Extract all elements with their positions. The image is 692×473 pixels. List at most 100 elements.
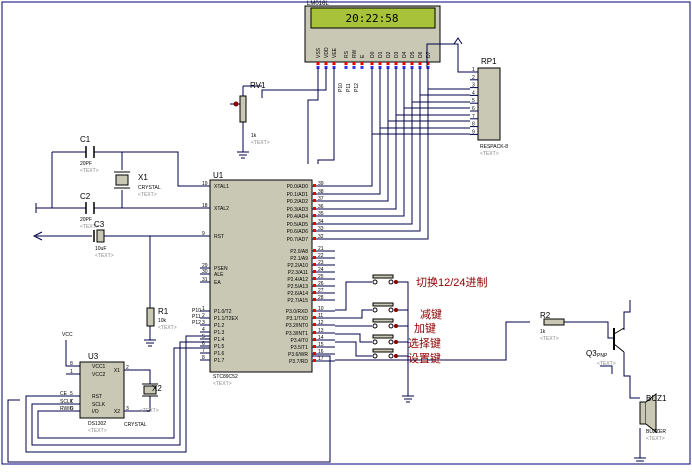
q3-transistor[interactable]: Q3 PNP <TEXT> [586,327,625,367]
c3-capacitor[interactable]: C3 10uF <TEXT> [93,220,114,259]
buz1-horn [645,392,657,434]
u1-name: U1 [213,171,224,180]
rv1-ground-icon [237,151,249,159]
x2-model: CRYSTAL [124,422,147,428]
u1-pin-number: 12 [318,320,324,326]
u3-pin-number: 3 [126,406,129,412]
rv1-body [239,95,247,123]
u1-body [209,179,313,373]
lcd-pin-label: D2 [386,51,392,58]
u1-port-label-p12: P12 [192,320,201,326]
set-button-label: 设置键 [408,351,441,365]
rp1-pin-number: 6 [472,106,475,112]
u1-pin-number: 33 [318,226,324,232]
u1-pin-number: 16 [318,349,324,355]
c2-value: 20PF [80,217,92,223]
push-button[interactable] [372,348,398,359]
x1-crystal[interactable]: X1 CRYSTAL <TEXT> [114,171,161,198]
u3-pin-label: X1 [114,368,120,374]
u1-pin-label: P0.7/AD7 [287,237,309,243]
osc-wires [32,151,210,340]
lcd-pin-marker [378,66,382,69]
u1-pin-number: 6 [202,341,205,347]
r1-resistor[interactable]: R1 10k <TEXT> [144,307,177,347]
u1-pin-number: 15 [318,342,324,348]
u3-name: U3 [88,352,99,361]
rv1-name: RV1 [250,81,266,90]
u1-pin-label: P0.3/AD3 [287,207,309,213]
u3-wires [7,335,331,463]
rv1-potentiometer[interactable]: RV1 1k <TEXT> [230,81,270,159]
u1-pin-label: P3.5/T1 [290,345,308,351]
u1-pin-label: P1.1/T2EX [214,316,239,322]
push-button-node [394,308,398,312]
u1-pin-number: 3 [202,320,205,326]
push-button-contact [388,323,394,329]
u1-pin-marker [313,270,316,273]
u1-pin-label: P0.5/AD5 [287,222,309,228]
u1-pin-marker [313,263,316,266]
u1-pin-number: 13 [318,328,324,334]
r1-ground-icon [144,339,156,347]
buz1-body [639,401,647,425]
push-button[interactable] [372,334,398,345]
lcd-pin-marker [402,66,406,69]
u1-pin-marker [313,352,316,355]
c2-capacitor[interactable]: C2 20PF <TEXT> [80,192,99,230]
u3-body [79,361,125,419]
rp1-pin-number: 1 [472,67,475,73]
u1-pin-number: 30 [202,269,208,275]
u1-pin-label: P3.6/WR [288,352,308,358]
u3-net-sclk: SCLK [60,399,74,405]
c1-name: C1 [80,135,91,144]
u1-pin-marker [313,222,316,225]
lcd-pin-marker [386,66,390,69]
u1-model: STC89C52 [213,374,238,380]
lcd-pin-marker [332,66,336,69]
u1-pin-number: 10 [318,306,324,312]
push-button-actuator [372,302,394,307]
rp1-pin-number: 8 [472,122,475,128]
u1-pin-number: 11 [318,313,323,319]
push-button[interactable] [372,318,398,329]
u1-pin-label: P1.3 [214,330,225,336]
u1-pin-marker [313,277,316,280]
u3-pin-label: X2 [114,409,120,415]
lcd-pin-marker [352,62,356,65]
r2-resistor[interactable]: R2 1k <TEXT> [540,311,565,342]
u1-pin-number: 4 [202,327,205,333]
push-button[interactable] [372,302,398,313]
rp1-text: <TEXT> [480,151,499,157]
u1-pin-marker [313,192,316,195]
lcd-pin-marker [370,62,374,65]
push-button[interactable] [372,274,398,285]
x2-plates [142,383,158,397]
push-button-contact [372,323,378,329]
u1-pin-label: P2.1/A9 [290,256,308,262]
u3-pin-number: 1 [70,369,73,375]
push-button-contact [388,339,394,345]
q3-model: PNP [597,353,608,359]
c1-capacitor[interactable]: C1 20PF <TEXT> [80,135,99,174]
push-buttons [372,274,398,359]
x2-crystal[interactable]: X2 CRYSTAL <TEXT> [124,383,162,428]
u1-pin-label: P2.4/A12 [287,277,308,283]
r2-name: R2 [540,311,551,320]
q3-leads [613,327,625,353]
x1-model: CRYSTAL [138,185,161,191]
c3-value: 10uF [95,246,106,252]
lcd-pin-marker [324,66,328,69]
buz1-buzzer[interactable]: BUZ1 BUZZER <TEXT> [634,392,667,465]
u3-net-rwio: RWIO [60,406,74,412]
push-button-actuator [372,348,394,353]
lcd-model-label: LM016L [307,1,329,7]
u1-pin-label: ALE [214,272,224,278]
push-button-node [394,324,398,328]
u1-pin-label: P1.6 [214,351,225,357]
u1-pin-number: 38 [318,189,324,195]
